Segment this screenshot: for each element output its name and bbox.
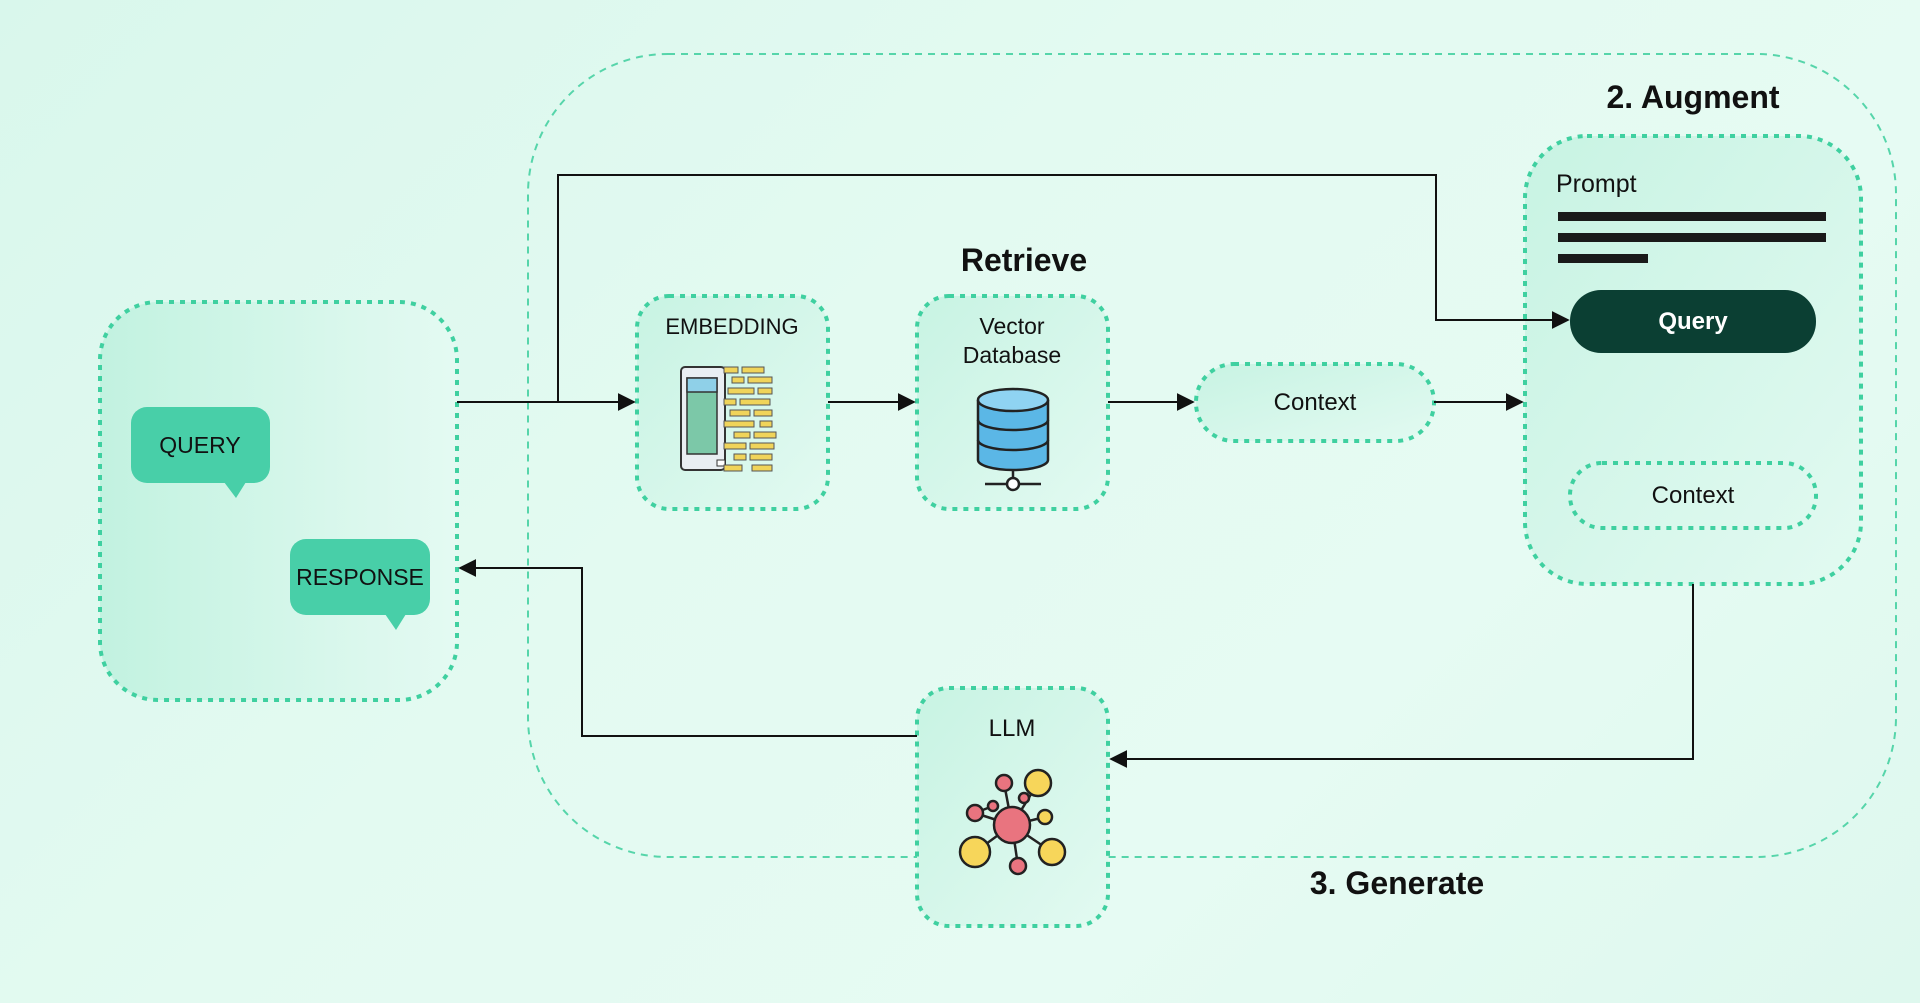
retrieve-title: Retrieve [961, 242, 1087, 278]
embedding-document-icon [680, 366, 777, 472]
arrow-query-to-prompt [557, 174, 1570, 402]
vector-database-node: Vector Database [915, 294, 1110, 511]
prompt-text-lines [1558, 212, 1826, 263]
vector-db-label-line1: Vector [979, 313, 1045, 339]
prompt-query-label: Query [1658, 308, 1728, 335]
response-bubble-label: RESPONSE [296, 564, 424, 590]
generate-title: 3. Generate [1310, 865, 1484, 901]
neural-network-icon [958, 768, 1067, 876]
augment-title: 2. Augment [1606, 79, 1779, 115]
database-icon [976, 387, 1050, 492]
prompt-node: Prompt Query Context [1523, 134, 1863, 586]
llm-label: LLM [989, 715, 1036, 742]
arrow-prompt-to-llm [1109, 584, 1694, 768]
prompt-label: Prompt [1556, 170, 1637, 198]
embedding-label: EMBEDDING [665, 314, 798, 339]
query-bubble-label: QUERY [159, 432, 240, 458]
query-bubble: QUERY [131, 407, 270, 498]
response-bubble: RESPONSE [290, 539, 430, 630]
pipeline-region [527, 53, 1897, 858]
prompt-query-pill: Query [1570, 290, 1816, 353]
retrieved-context-node: Context [1194, 362, 1436, 443]
vector-db-label-line2: Database [963, 342, 1061, 368]
connectors [457, 174, 1694, 768]
user-panel [98, 300, 459, 702]
llm-node: LLM [915, 686, 1110, 928]
arrow-llm-to-response [458, 559, 917, 737]
embedding-node: EMBEDDING [635, 294, 830, 511]
retrieved-context-label: Context [1274, 389, 1357, 416]
prompt-context-pill: Context [1568, 461, 1818, 530]
prompt-context-label: Context [1652, 482, 1735, 509]
